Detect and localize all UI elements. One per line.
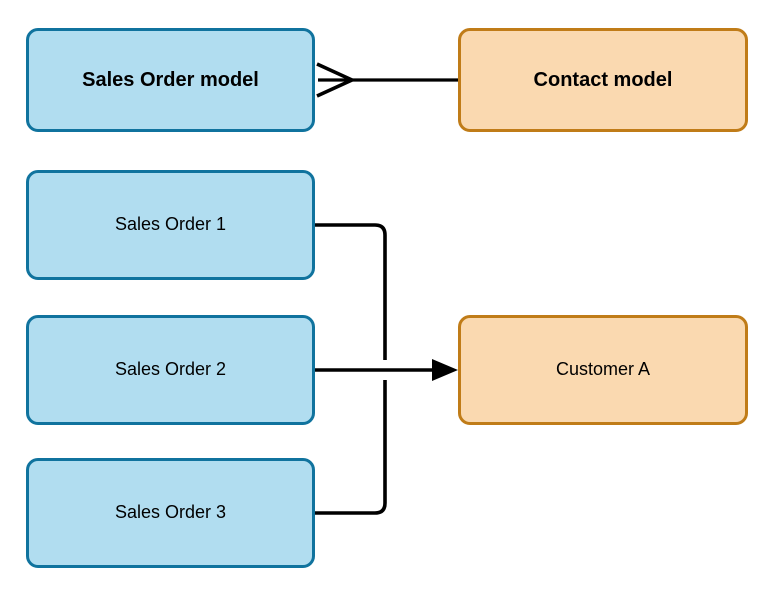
node-sales-order-1-label: Sales Order 1 xyxy=(114,214,227,235)
node-sales-order-model[interactable]: Sales Order model xyxy=(26,28,315,132)
edge-order-1-to-customer xyxy=(315,223,387,360)
crows-foot-icon xyxy=(316,62,353,98)
node-contact-model[interactable]: Contact model xyxy=(458,28,748,132)
node-sales-order-model-label: Sales Order model xyxy=(82,69,259,91)
node-sales-order-3-label: Sales Order 3 xyxy=(114,502,227,523)
node-sales-order-2-label: Sales Order 2 xyxy=(114,359,227,380)
node-sales-order-1[interactable]: Sales Order 1 xyxy=(26,170,315,280)
edge-order-3-to-customer xyxy=(315,380,387,515)
node-customer-a-label: Customer A xyxy=(555,359,651,380)
edge-model-relationship xyxy=(316,62,458,98)
node-contact-model-label: Contact model xyxy=(533,69,673,91)
node-sales-order-3[interactable]: Sales Order 3 xyxy=(26,458,315,568)
node-customer-a[interactable]: Customer A xyxy=(458,315,748,425)
arrowhead-icon xyxy=(432,359,458,381)
node-sales-order-2[interactable]: Sales Order 2 xyxy=(26,315,315,425)
